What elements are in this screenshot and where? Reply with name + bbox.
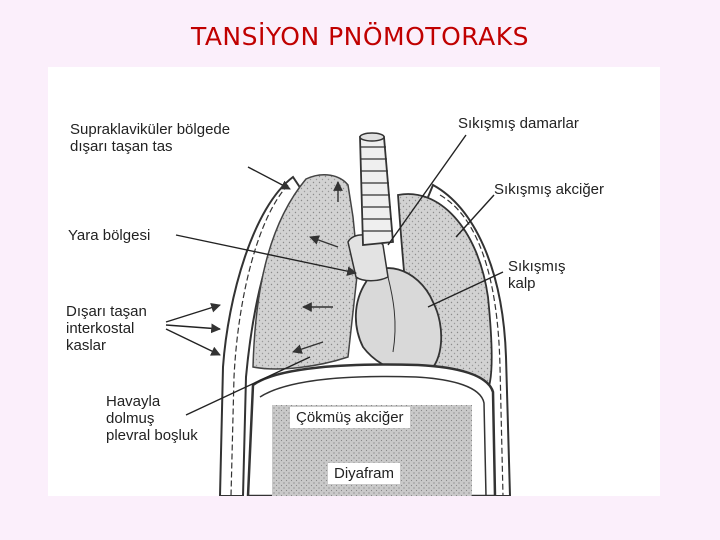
label-compressed-vessels: Sıkışmış damarlar xyxy=(458,115,579,132)
arrow-compressed-lung xyxy=(455,194,495,238)
air-filled-pleural-space xyxy=(252,173,359,370)
label-intercostal: Dışarı taşan interkostal kaslar xyxy=(66,303,147,354)
label-diaphragm: Diyafram xyxy=(328,463,401,484)
arrow-supraclavicular xyxy=(247,166,291,190)
arrow-wound xyxy=(175,234,357,276)
label-collapsed-lung: Çökmüş akciğer xyxy=(290,407,410,428)
anatomy-illustration xyxy=(165,132,512,496)
page-title: TANSİYON PNÖMOTORAKS xyxy=(191,22,529,51)
label-compressed-heart: Sıkışmış kalp xyxy=(508,258,566,292)
label-wound-area: Yara bölgesi xyxy=(68,227,151,244)
label-pleural-space: Havayla dolmuş plevral boşluk xyxy=(106,393,198,444)
arrow-vessels xyxy=(387,134,467,246)
arrow-intercostal-1 xyxy=(165,302,221,323)
arrow-intercostal-3 xyxy=(165,328,221,356)
arrow-pleural xyxy=(185,356,311,416)
arrow-intercostal-2 xyxy=(165,323,221,334)
label-supraclavicular: Supraklaviküler bölgede dışarı taşan tas xyxy=(70,121,231,155)
trachea xyxy=(359,132,394,246)
compressed-vessels-shape xyxy=(347,234,389,282)
tension-pneumothorax-diagram: Supraklaviküler bölgede dışarı taşan tas… xyxy=(48,67,660,496)
arrow-heart xyxy=(427,271,504,308)
label-compressed-lung: Sıkışmış akciğer xyxy=(494,181,605,198)
